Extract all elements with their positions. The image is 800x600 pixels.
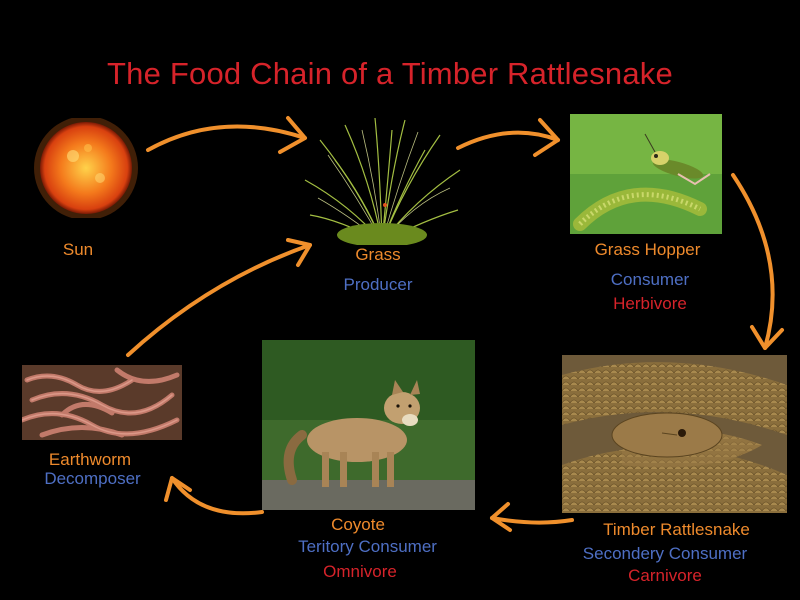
- arrow-grass-to-grasshopper: [456, 118, 560, 157]
- rattlesnake-role: Secondery Consumer: [582, 544, 748, 563]
- arrow-grasshopper-to-rattlesnake: [731, 173, 784, 350]
- coyote-label: Coyote: [331, 515, 385, 534]
- sun-image: [28, 118, 146, 218]
- rattlesnake-image: [562, 355, 787, 513]
- arrow-sun-to-grass: [146, 116, 307, 154]
- grass-role: Producer: [343, 275, 413, 294]
- arrow-earthworm-to-grass: [126, 238, 312, 357]
- rattlesnake-label: Timber Rattlesnake: [603, 520, 750, 539]
- coyote-body: [283, 380, 420, 487]
- grasshopper-image: [570, 114, 722, 234]
- coyote-image: [262, 340, 475, 510]
- page-title: The Food Chain of a Timber Rattlesnake: [107, 56, 673, 91]
- coyote-diet: Omnivore: [323, 562, 397, 581]
- earthworm-image: [22, 365, 182, 440]
- coyote-role: Teritory Consumer: [298, 537, 437, 556]
- earthworm-role: Decomposer: [44, 469, 141, 488]
- sun-label: Sun: [62, 240, 94, 259]
- grass-image: [300, 110, 465, 245]
- grass-label: Grass: [355, 245, 401, 264]
- grasshopper-diet: Herbivore: [613, 294, 687, 313]
- grasshopper-body: [644, 133, 711, 186]
- grasshopper-label: Grass Hopper: [594, 240, 701, 259]
- grasshopper-role: Consumer: [610, 270, 690, 289]
- rattlesnake-diet: Carnivore: [628, 566, 702, 585]
- arrow-rattlesnake-to-coyote: [490, 502, 574, 532]
- earthworm-label: Earthworm: [48, 450, 132, 469]
- arrow-coyote-to-earthworm: [164, 476, 264, 516]
